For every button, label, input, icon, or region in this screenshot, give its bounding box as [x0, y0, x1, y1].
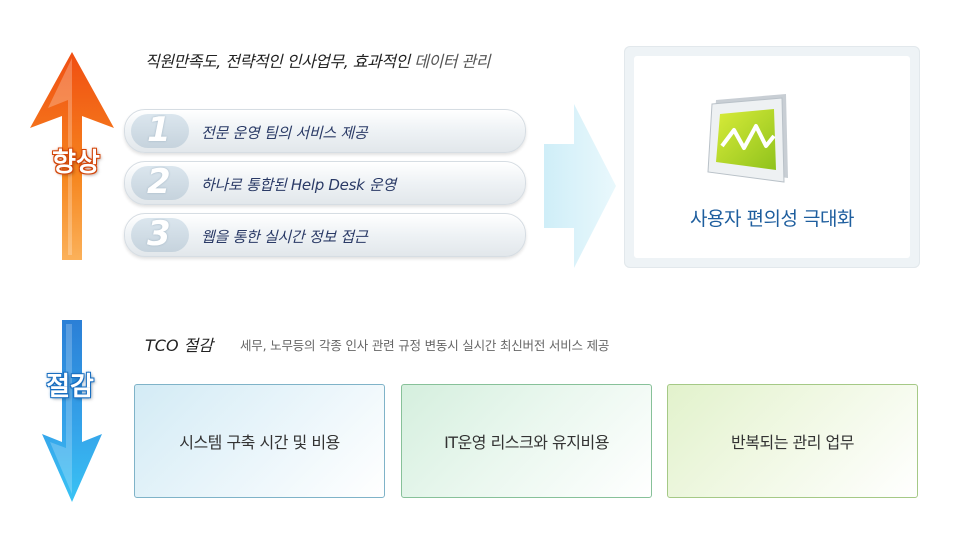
benefit-item-3: 3 웹을 통한 실시간 정보 접근	[124, 213, 526, 257]
reduction-card-2: IT운영 리스크와 유지비용	[401, 384, 652, 498]
card-text: IT운영 리스크와 유지비용	[444, 433, 609, 452]
chevron-right-icon	[544, 104, 616, 268]
top-heading-tail: 데이터 관리	[414, 52, 490, 71]
item-text: 하나로 통합된 Help Desk 운영	[201, 176, 396, 194]
item-number: 1	[147, 110, 171, 150]
bottom-description: 세무, 노무등의 각종 인사 관련 규정 변동시 실시간 최신버전 서비스 제공	[240, 338, 610, 353]
monitor-chart-icon	[707, 94, 788, 183]
arrow-up-icon	[30, 52, 114, 260]
label-reduce: 절감	[46, 372, 94, 402]
item-text: 전문 운영 팀의 서비스 제공	[201, 124, 368, 142]
item-number: 3	[147, 214, 171, 254]
top-heading: 직원만족도, 전략적인 인사업무, 효과적인 데이터 관리	[145, 48, 490, 72]
arrow-down-icon	[42, 320, 102, 502]
number-badge	[131, 114, 189, 148]
item-number: 2	[147, 162, 171, 202]
benefit-item-2: 2 하나로 통합된 Help Desk 운영	[124, 161, 526, 205]
number-badge	[131, 218, 189, 252]
result-panel-inner: 사용자 편의성 극대화	[634, 56, 910, 258]
label-improve: 향상	[52, 148, 100, 178]
number-badge	[131, 166, 189, 200]
benefit-item-1: 1 전문 운영 팀의 서비스 제공	[124, 109, 526, 153]
result-text: 사용자 편의성 극대화	[690, 208, 854, 230]
card-text: 시스템 구축 시간 및 비용	[179, 433, 340, 452]
top-heading-main: 직원만족도, 전략적인 인사업무, 효과적인	[145, 52, 410, 71]
item-text: 웹을 통한 실시간 정보 접근	[201, 228, 368, 246]
reduction-card-3: 반복되는 관리 업무	[667, 384, 918, 498]
bottom-heading: TCO 절감	[145, 336, 214, 355]
result-panel: 사용자 편의성 극대화	[624, 46, 920, 268]
reduction-card-1: 시스템 구축 시간 및 비용	[134, 384, 385, 498]
card-text: 반복되는 관리 업무	[731, 433, 854, 452]
